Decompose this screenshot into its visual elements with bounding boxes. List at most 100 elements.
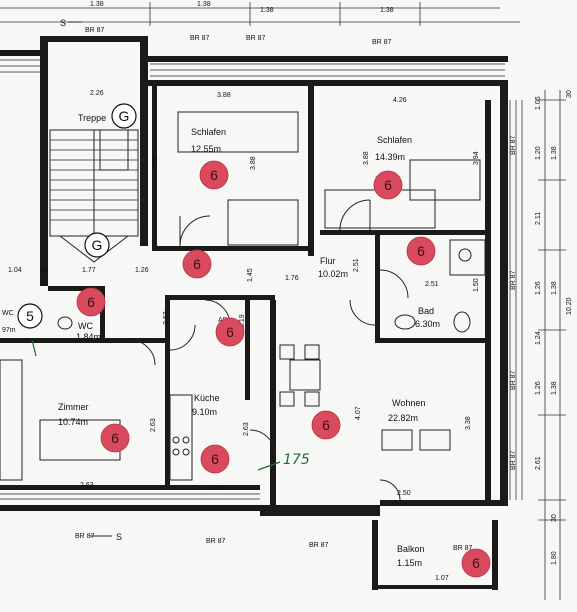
dim-label: 98 xyxy=(40,267,48,274)
room-area-wohnen: 22.82m xyxy=(388,413,418,423)
dim-label: 1.76 xyxy=(285,275,299,282)
handwritten-dimension: 175 xyxy=(283,452,310,468)
unit-marker-label: 6 xyxy=(322,417,330,433)
doors xyxy=(129,199,409,501)
room-area-balkon: 1.15m xyxy=(397,558,422,568)
unit-marker-label: 6 xyxy=(384,177,392,193)
unit-marker[interactable]: 6 xyxy=(311,410,341,440)
dim-label: 2.63 xyxy=(243,422,250,436)
dim-label: 1.38 xyxy=(380,7,394,14)
room-area-wc: 1.84m xyxy=(76,332,101,342)
room-name-schlafen1: Schlafen xyxy=(191,127,226,137)
inner-dimensions: 2.26 3.88 4.26 3.88 3.88 3.88 3.94 1.76 … xyxy=(8,90,480,582)
handwritten-annotation: 175 xyxy=(31,339,310,471)
symbol-five: 5 xyxy=(17,303,43,329)
dim-label: 2.51 xyxy=(425,281,439,288)
room-name-kueche: Küche xyxy=(194,393,220,403)
unit-marker[interactable]: 6 xyxy=(215,317,245,347)
dim-label: 2.61 xyxy=(535,456,542,470)
dim-label: BR 87 xyxy=(510,450,517,470)
dim-label: 2.11 xyxy=(535,212,542,225)
room-area-flur: 10.02m xyxy=(318,269,348,279)
dim-label: 30 xyxy=(566,90,573,98)
room-name-treppe: Treppe xyxy=(78,113,106,123)
br-label: BR 87 xyxy=(309,542,329,549)
symbol-text: G xyxy=(119,108,130,124)
dim-label: 1.05 xyxy=(535,96,542,110)
dim-label: 1.45 xyxy=(247,268,254,282)
br-label: BR 87 xyxy=(75,533,95,540)
room-name-bad: Bad xyxy=(418,306,434,316)
dim-label: 3.88 xyxy=(250,156,257,170)
room-area-kueche: 9.10m xyxy=(192,407,217,417)
unit-marker[interactable]: 6 xyxy=(100,423,130,453)
dim-label: 5.19 xyxy=(239,314,246,328)
dim-label: 2.63 xyxy=(80,482,94,489)
br-label: BR 87 xyxy=(206,538,226,545)
dim-label: 30 xyxy=(551,514,558,522)
unit-marker-label: 6 xyxy=(87,294,95,310)
dim-label: 3.88 xyxy=(217,92,231,99)
unit-marker-label: 6 xyxy=(226,324,234,340)
dim-label: 1.38 xyxy=(551,146,558,160)
room-area-wc-left: 97m xyxy=(2,327,16,334)
symbol-text: 5 xyxy=(26,308,34,324)
dim-label: 1.38 xyxy=(551,381,558,395)
dim-label: 1.20 xyxy=(535,146,542,160)
dim-label: 1.80 xyxy=(551,551,558,565)
unit-marker-label: 6 xyxy=(111,430,119,446)
dim-label: 1.26 xyxy=(535,281,542,295)
dim-label: 1.38 xyxy=(551,281,558,295)
br-label: BR 87 xyxy=(372,39,392,46)
dim-label: 5.01 xyxy=(207,485,221,492)
room-name-flur: Flur xyxy=(320,256,336,266)
dim-label: 1.77 xyxy=(82,267,96,274)
symbol-text: G xyxy=(92,237,103,253)
room-name-balkon: Balkon xyxy=(397,544,425,554)
interior-walls xyxy=(0,86,490,510)
unit-marker[interactable]: 6 xyxy=(461,548,491,578)
room-labels: Treppe Schlafen 12.55m Schlafen 14.39m F… xyxy=(2,113,440,568)
room-area-zimmer: 10.74m xyxy=(58,417,88,427)
unit-marker-label: 6 xyxy=(417,243,425,259)
section-marker-bottom: S xyxy=(116,532,122,542)
dim-label: 1.07 xyxy=(435,575,449,582)
dim-label: 1.38 xyxy=(260,7,274,14)
room-area-schlafen2: 14.39m xyxy=(375,152,405,162)
room-name-wc-left: WC xyxy=(2,310,14,317)
unit-marker-label: 6 xyxy=(211,451,219,467)
unit-marker[interactable]: 6 xyxy=(182,249,212,279)
br-label: BR 87 xyxy=(246,35,266,42)
dim-label: 3.38 xyxy=(465,416,472,430)
unit-marker-label: 6 xyxy=(472,555,480,571)
unit-marker[interactable]: 6 xyxy=(199,160,229,190)
dim-label: 1.38 xyxy=(90,1,104,8)
dim-label: BR 87 xyxy=(510,370,517,390)
room-name-zimmer: Zimmer xyxy=(58,402,89,412)
dim-label: 3.88 xyxy=(152,156,159,170)
dim-label: 2.63 xyxy=(163,311,170,325)
room-name-schlafen2: Schlafen xyxy=(377,135,412,145)
room-name-wc: WC xyxy=(78,321,93,331)
dim-label: 2.50 xyxy=(397,490,411,497)
br-label: BR 87 xyxy=(190,35,210,42)
furniture xyxy=(0,111,486,481)
unit-marker[interactable]: 6 xyxy=(373,170,403,200)
dim-label: 3.88 xyxy=(363,151,370,165)
dim-label: 1.26 xyxy=(135,267,149,274)
dim-label: 2.51 xyxy=(353,258,360,272)
dim-label: BR 87 xyxy=(510,135,517,155)
top-dimension-line: 1.38 1.38 1.38 1.38 BR 87 BR 87 BR 87 BR… xyxy=(0,1,520,46)
dim-label: 4.07 xyxy=(355,406,362,420)
br-label: BR 87 xyxy=(453,545,473,552)
unit-marker-label: 6 xyxy=(193,256,201,272)
dim-label: 1.38 xyxy=(197,1,211,8)
unit-marker[interactable]: 6 xyxy=(406,236,436,266)
br-label: BR 87 xyxy=(85,27,105,34)
window-hatching xyxy=(0,59,523,500)
symbol-g-top: G xyxy=(111,103,137,129)
unit-marker[interactable]: 6 xyxy=(200,444,230,474)
unit-marker[interactable]: 6 xyxy=(76,287,106,317)
dim-label: 10.20 xyxy=(566,297,573,315)
